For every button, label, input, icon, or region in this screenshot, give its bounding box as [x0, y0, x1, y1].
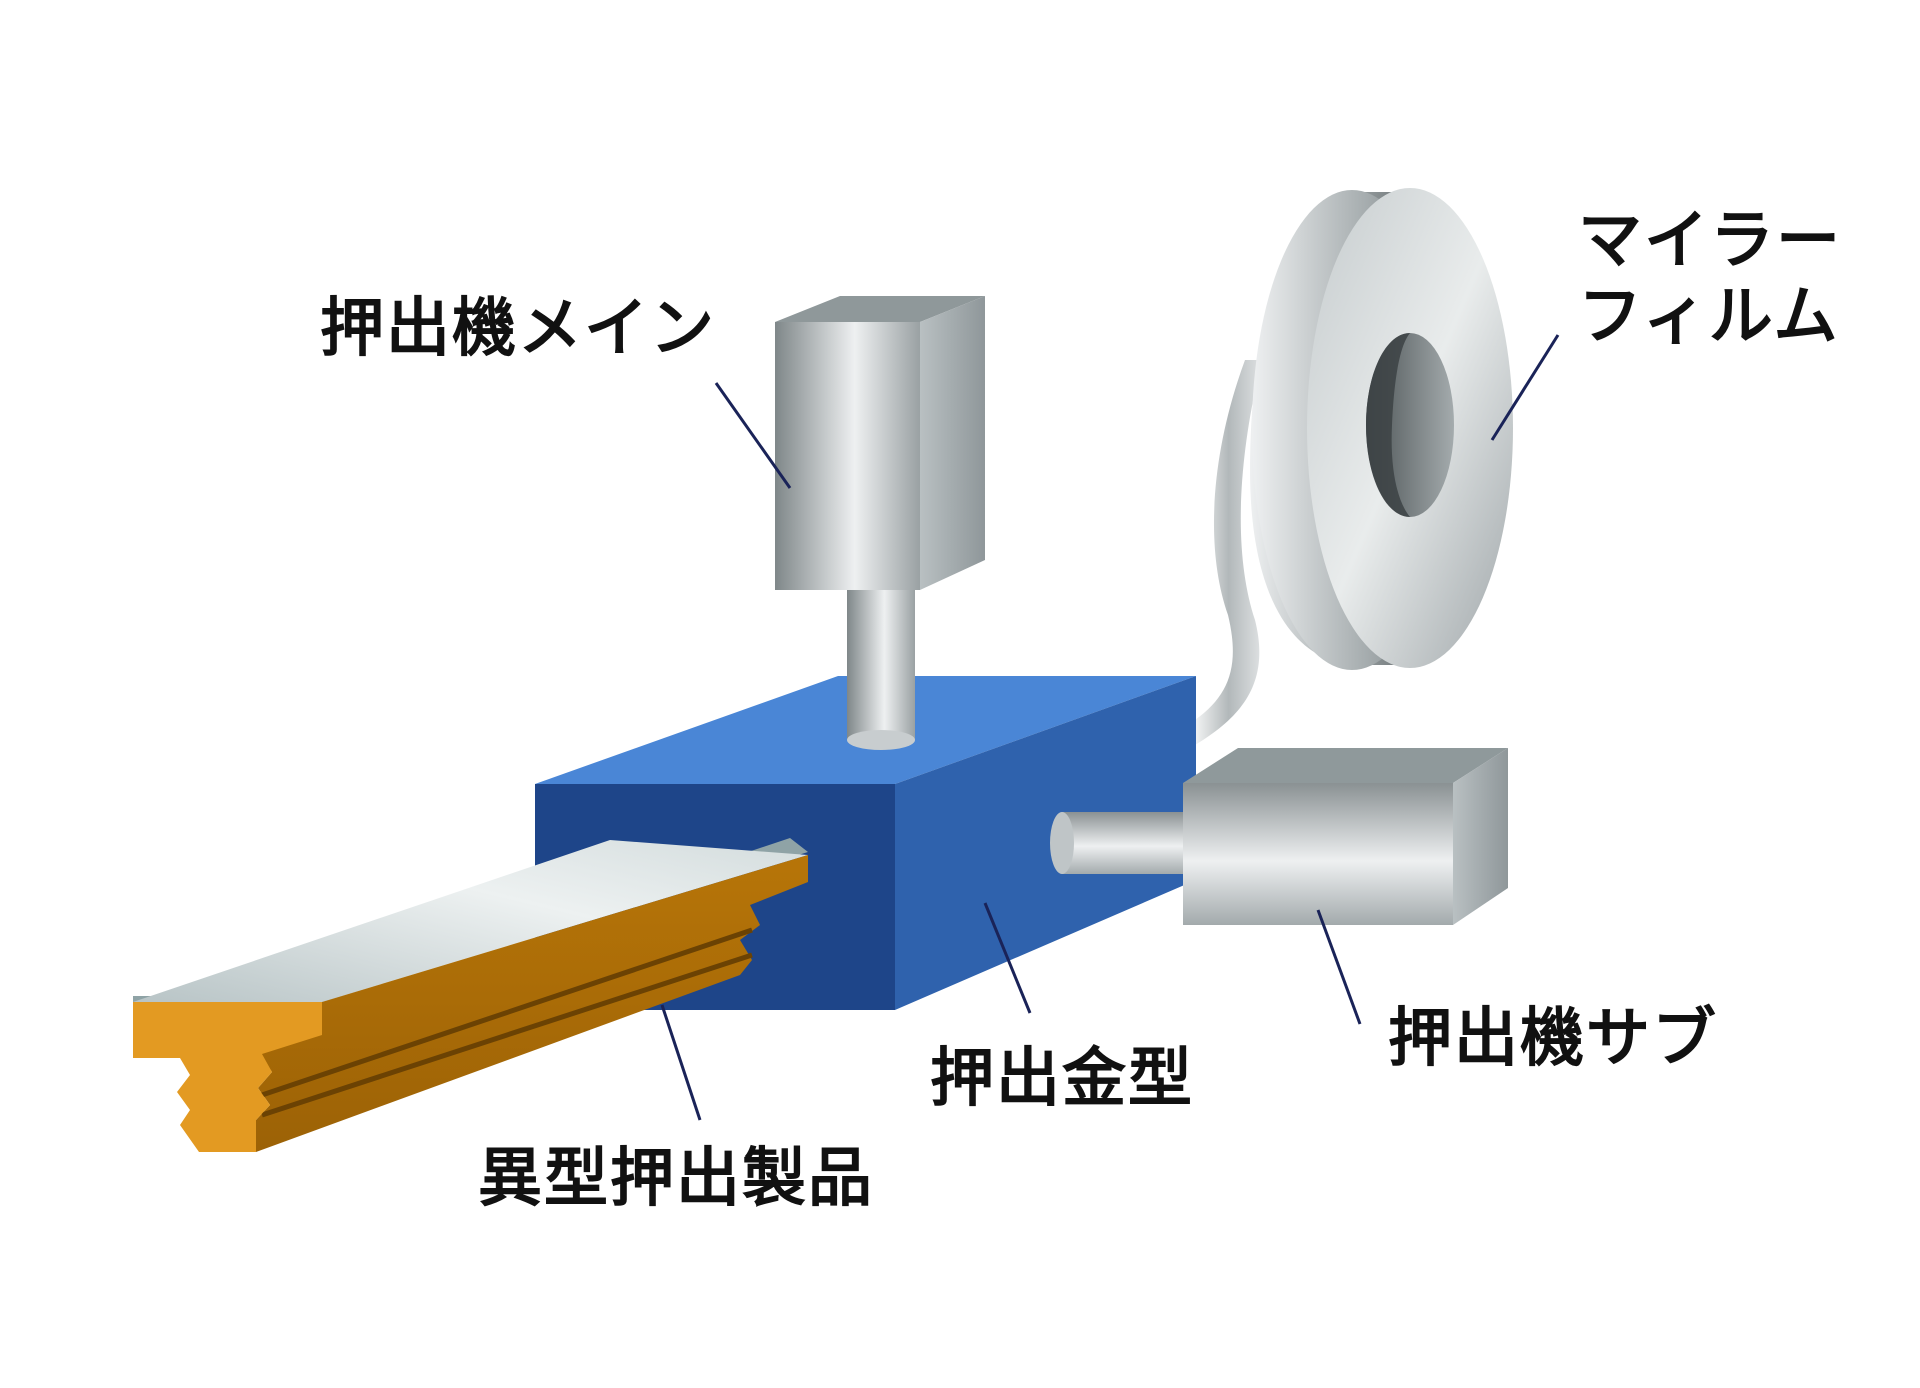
roll-hole-shadow [1366, 333, 1410, 517]
label-die: 押出金型 [930, 1042, 1194, 1116]
sub-extruder-body [1183, 783, 1453, 925]
label-sub-extruder: 押出機サブ [1388, 1002, 1718, 1076]
label-main-extruder: 押出機メイン [320, 292, 716, 366]
main-extruder [775, 296, 985, 750]
product-groove-2 [261, 952, 753, 1118]
product-groove-1 [261, 927, 753, 1098]
main-extruder-body [775, 322, 920, 590]
product-end-profile [133, 1002, 322, 1152]
leader-main-extruder [714, 382, 792, 489]
label-profile-product: 異型押出製品 [478, 1142, 874, 1216]
label-mylar-film-line2: フィルム [1578, 280, 1839, 354]
main-extruder-nozzle-end [847, 730, 915, 750]
main-extruder-side [920, 296, 985, 590]
mylar-film-roll [1195, 188, 1513, 745]
label-mylar-film-line1: マイラー [1578, 204, 1842, 278]
leader-product [660, 1004, 702, 1121]
sub-extruder-nozzle [1062, 812, 1202, 874]
main-extruder-nozzle [847, 585, 915, 740]
sub-extruder [1050, 748, 1508, 925]
sub-extruder-side [1453, 748, 1508, 925]
film-strip [1195, 360, 1262, 745]
sub-extruder-top [1183, 748, 1508, 783]
die-side-face [895, 676, 1196, 1010]
leader-sub-extruder [1316, 909, 1362, 1025]
main-extruder-top [775, 296, 985, 322]
leader-die [983, 902, 1032, 1014]
leader-mylar-film [1490, 334, 1560, 441]
profile-product [133, 838, 808, 1152]
product-top-film [133, 840, 808, 1002]
sub-extruder-nozzle-end [1050, 812, 1074, 874]
